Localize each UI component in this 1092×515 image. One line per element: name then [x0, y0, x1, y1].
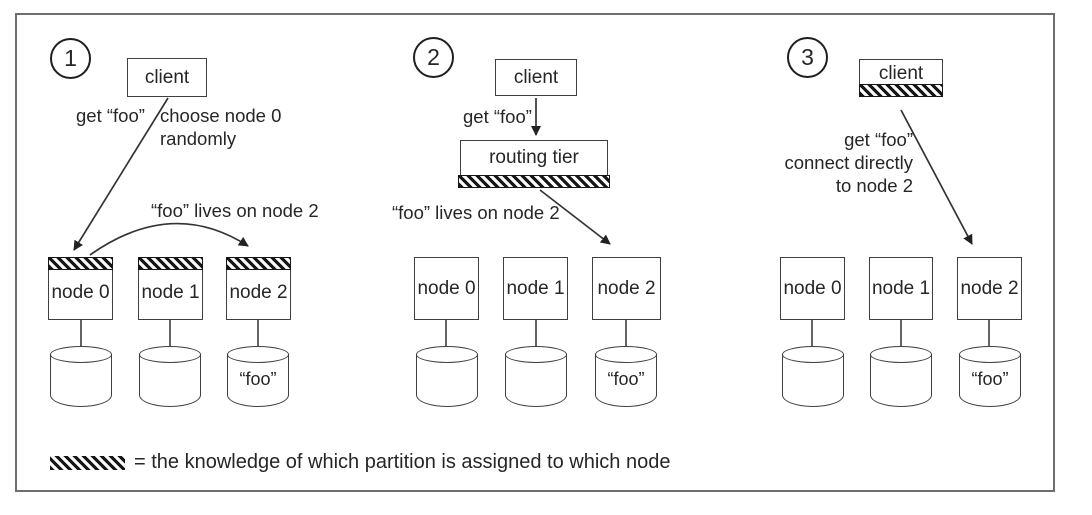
panel-3-node-2-database-cylinder: “foo” — [959, 346, 1021, 407]
node-label: node 2 — [960, 277, 1019, 299]
node-label: node 1 — [141, 282, 200, 303]
panel-3-node-0-box: node 0 — [780, 257, 845, 320]
panel-number: 1 — [64, 45, 77, 71]
panel-number: 2 — [427, 44, 440, 70]
panel-2-node-2-database-cylinder: “foo” — [595, 346, 657, 407]
panel-2-request-label: get “foo” — [463, 106, 532, 127]
legend: = the knowledge of which partition is as… — [50, 451, 670, 474]
panel-1-node-0-box: node 0 — [48, 257, 113, 320]
client-label: client — [513, 66, 559, 88]
partition-knowledge-hatch — [226, 257, 291, 270]
panel-2-node-1-box: node 1 — [503, 257, 568, 320]
panel-2-node-0-database-cylinder — [416, 346, 478, 407]
node-label: node 0 — [783, 277, 842, 299]
partition-knowledge-hatch — [859, 84, 943, 97]
node-label: node 2 — [229, 282, 288, 303]
stored-key-label: “foo” — [607, 369, 645, 389]
panel-1-note-label: choose node 0 randomly — [160, 105, 282, 149]
panel-2-node-1-database-cylinder — [505, 346, 567, 407]
cylinder-top — [505, 346, 567, 363]
panel-3-number-badge: 3 — [787, 37, 828, 78]
panel-2-number-badge: 2 — [413, 37, 454, 78]
legend-text: = the knowledge of which partition is as… — [134, 451, 671, 473]
panel-1-node-1-database-cylinder — [139, 346, 201, 407]
cylinder-top — [416, 346, 478, 363]
panel-3-client-box: client — [859, 59, 943, 97]
node-label: node 2 — [597, 277, 656, 299]
client-label: client — [144, 66, 190, 88]
hatch-pattern-swatch — [50, 455, 125, 470]
cylinder-top — [227, 346, 289, 363]
panel-3-node-1-database-cylinder — [870, 346, 932, 407]
stored-key-label: “foo” — [971, 369, 1009, 389]
panel-1-node-0-database-cylinder — [50, 346, 112, 407]
node-label: node 1 — [871, 277, 931, 299]
partition-knowledge-hatch — [138, 257, 203, 270]
panel-number: 3 — [801, 44, 814, 70]
panel-1-client-box: client — [127, 58, 207, 97]
panel-1-number-badge: 1 — [50, 38, 91, 79]
panel-1-node-2-box: node 2 — [226, 257, 291, 320]
node-label: node 1 — [506, 277, 565, 299]
panel-1-redirect-label: “foo” lives on node 2 — [151, 200, 319, 221]
panel-2-redirect-label: “foo” lives on node 2 — [392, 202, 560, 223]
stored-key-label: “foo” — [239, 369, 277, 389]
panel-1-node-2-database-cylinder: “foo” — [227, 346, 289, 407]
cylinder-top — [959, 346, 1021, 363]
panel-3-node-2-box: node 2 — [957, 257, 1022, 320]
cylinder-top — [595, 346, 657, 363]
panel-2-client-box: client — [495, 59, 577, 96]
panel-3-request-label: get “foo” connect directly to node 2 — [784, 129, 913, 196]
cylinder-top — [870, 346, 932, 363]
routing-tier-label: routing tier — [489, 147, 579, 168]
cylinder-top — [782, 346, 844, 363]
partition-knowledge-hatch — [458, 175, 610, 188]
panel-1-node-1-box: node 1 — [138, 257, 203, 320]
client-label: client — [878, 63, 924, 84]
panel-2-node-2-box: node 2 — [592, 257, 661, 320]
node-label: node 0 — [417, 277, 476, 299]
panel-3-node-0-database-cylinder — [782, 346, 844, 407]
panel-2-routing-tier-box: routing tier — [460, 140, 608, 176]
panel-3-node-1-box: node 1 — [869, 257, 933, 320]
partition-knowledge-hatch — [48, 257, 113, 270]
cylinder-top — [50, 346, 112, 363]
node-label: node 0 — [51, 282, 110, 303]
panel-2-node-0-box: node 0 — [414, 257, 479, 320]
panel-1-request-label: get “foo” — [76, 105, 145, 126]
cylinder-top — [139, 346, 201, 363]
